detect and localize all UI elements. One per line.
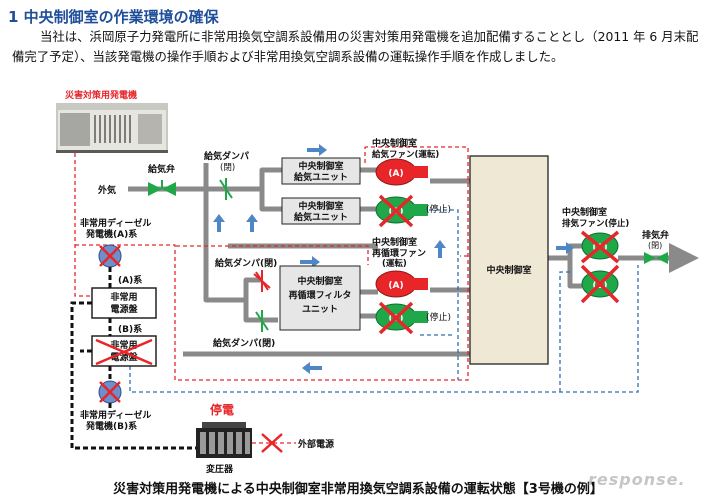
recirc-fan-a: (A) <box>375 270 428 298</box>
supply-unit-lower-duct <box>259 189 282 212</box>
supply-unit-b-line1: 中央制御室 <box>298 200 343 212</box>
exhaust-fan-b: (B) <box>580 264 620 304</box>
diesel-generator-b <box>98 380 122 404</box>
station-power-wiring <box>70 267 196 450</box>
stopped-cross-mark <box>99 245 121 267</box>
exhaust-valve-label: 排気弁 <box>642 229 669 241</box>
blackout-label: 停電 <box>210 402 234 417</box>
power-panel-b: 非常用 電源盤 <box>91 335 157 367</box>
diesel-a-label-1: 非常用ディーゼル <box>80 217 151 229</box>
generator-photo <box>56 103 168 153</box>
panel-b-system: (B)系 <box>118 323 142 335</box>
flow-arrow <box>434 240 446 258</box>
flow-arrow <box>302 362 322 374</box>
page-heading: 1 中央制御室の作業環境の確保 <box>8 8 219 26</box>
recirc-filter-unit: 中央制御室 再循環フィルタ ユニット <box>279 265 361 331</box>
watermark-logo: response. <box>588 470 686 489</box>
recirc-fan-label-3: (運転) <box>382 258 407 269</box>
stopped-cross-mark <box>580 230 620 264</box>
diesel-a-label-2: 発電機(A)系 <box>85 228 137 240</box>
supply-fan-stop: (停止) <box>426 203 451 215</box>
recirc-fan-label-1: 中央制御室 <box>372 236 417 248</box>
recirc-fan-stop: (停止) <box>426 311 451 323</box>
damper-icon <box>255 310 269 332</box>
stopped-cross-mark <box>261 433 283 453</box>
supply-valve-label: 給気弁 <box>148 163 175 175</box>
diesel-b-label-1: 非常用ディーゼル <box>80 409 151 421</box>
recirc-fan-b: (B) <box>375 301 428 335</box>
panel-a-system: (A)系 <box>118 274 142 286</box>
panel-a-line1: 非常用 <box>110 291 137 303</box>
stopped-cross-mark <box>253 273 271 289</box>
supply-fan-label-2: 給気ファン(運転) <box>372 149 439 160</box>
control-room-label: 中央制御室 <box>486 264 531 276</box>
intro-text: 当社は、浜岡原子力発電所に非常用換気空調系設備用の災害対策用発電機を追加配備する… <box>12 27 706 67</box>
supply-fan-label-1: 中央制御室 <box>372 137 417 149</box>
recirc-unit-line3: ユニット <box>302 304 338 315</box>
stopped-cross-mark <box>95 338 153 366</box>
flow-arrow <box>300 256 320 268</box>
exhaust-inlet-duct <box>548 243 582 261</box>
stopped-cross-mark <box>580 264 620 304</box>
supply-unit: 中央制御室 給気ユニット 中央制御室 給気ユニット <box>281 157 361 225</box>
damper-top-label: 給気ダンパ <box>204 150 249 162</box>
exhaust-lower-duct <box>567 258 582 289</box>
flow-arrow <box>307 144 327 156</box>
transformer-icon <box>196 422 252 458</box>
damper-icon <box>219 178 233 200</box>
recirc-fan-label-2: 再循環ファン <box>372 247 426 259</box>
damper-mid-label: 給気ダンパ(閉) <box>215 257 277 269</box>
supply-fan-a: (A) <box>375 158 428 186</box>
transformer-label: 変圧器 <box>206 463 234 475</box>
flow-arrow <box>246 214 258 232</box>
diesel-generator-a <box>98 244 122 268</box>
power-panel-a: 非常用 電源盤 <box>91 287 157 319</box>
recirc-unit-inlet-duct <box>243 300 278 323</box>
supply-fan-a-label: (A) <box>388 169 403 179</box>
control-room: 中央制御室 <box>469 155 549 365</box>
stopped-cross-mark <box>378 301 414 335</box>
supply-fan-b: (B) <box>375 194 428 228</box>
damper-top-closed: (閉) <box>220 163 235 173</box>
outside-air-duct <box>128 167 282 192</box>
figure-caption: 災害対策用発電機による中央制御室非常用換気空調系設備の運転状態【3号機の例】 <box>113 482 603 497</box>
recirc-fan-a-label: (A) <box>388 281 403 291</box>
flow-arrow <box>556 242 574 254</box>
recirc-unit-line2: 再循環フィルタ <box>289 289 352 301</box>
supply-valve-icon <box>148 180 176 196</box>
supply-unit-b-line2: 給気ユニット <box>294 211 348 223</box>
recirc-unit-line1: 中央制御室 <box>297 275 342 287</box>
generator-label: 災害対策用発電機 <box>64 89 137 101</box>
exhaust-valve-icon <box>644 252 668 264</box>
stopped-cross-mark <box>378 194 414 228</box>
panel-a-line2: 電源盤 <box>110 303 138 315</box>
diesel-b-label-2: 発電機(B)系 <box>85 420 137 432</box>
signal-wiring <box>129 209 639 393</box>
exhaust-valve-closed: (閉) <box>648 241 662 250</box>
outside-air-label: 外気 <box>97 184 116 196</box>
supply-unit-line2: 給気ユニット <box>294 171 348 183</box>
flow-arrow <box>213 214 225 232</box>
stopped-cross-mark <box>99 381 121 403</box>
exhaust-fan-label-2: 排気ファン(停止) <box>562 218 629 229</box>
damper-bottom-label: 給気ダンパ(閉) <box>213 337 275 349</box>
exhaust-fan-label-1: 中央制御室 <box>562 206 607 218</box>
intro-body: 当社は、浜岡原子力発電所に非常用換気空調系設備用の災害対策用発電機を追加配備する… <box>12 29 699 64</box>
external-power-label: 外部電源 <box>297 438 334 450</box>
supply-unit-line1: 中央制御室 <box>298 160 343 172</box>
